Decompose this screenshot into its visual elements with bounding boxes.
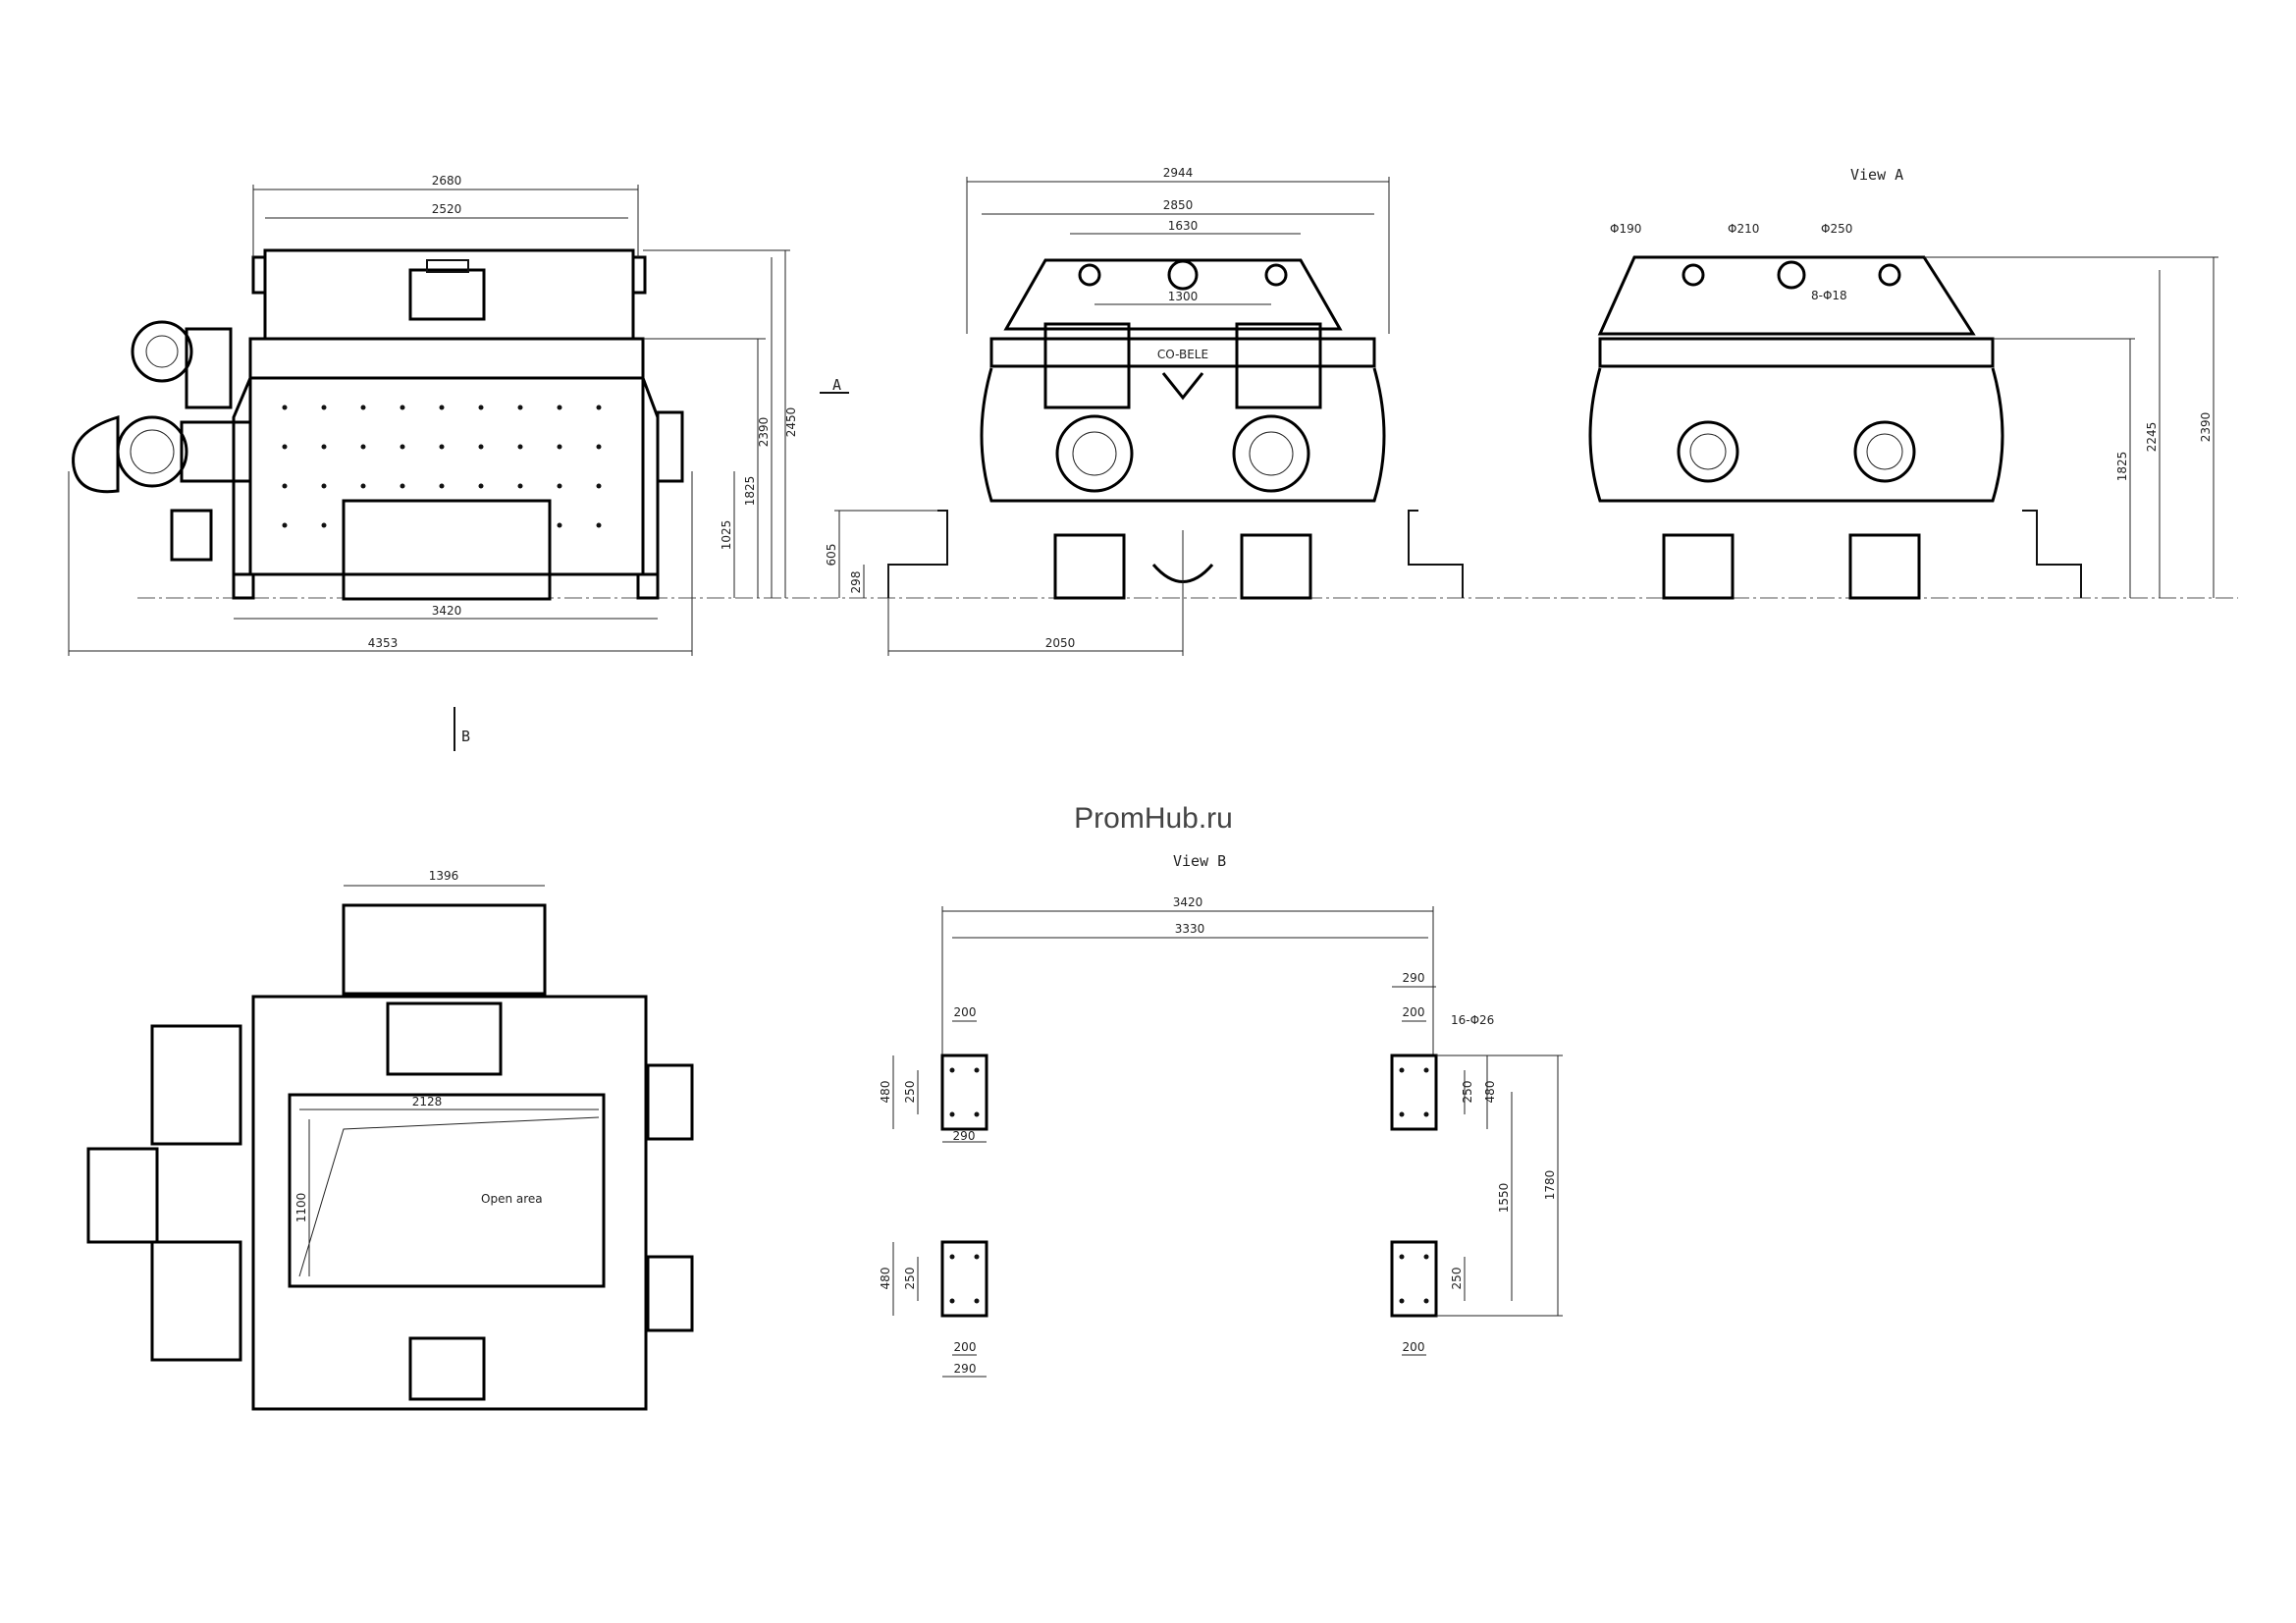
front-shaft-right — [1232, 414, 1310, 493]
side-motor-housing — [72, 414, 120, 494]
dim-b-200-bl: 200 — [954, 1340, 977, 1354]
side-bearing-right — [656, 410, 684, 483]
dim-2850: 2850 — [1163, 198, 1194, 212]
dim-b-3420: 3420 — [1173, 895, 1203, 909]
side-drum-body — [248, 376, 645, 576]
dim-1300: 1300 — [1168, 290, 1199, 303]
dim-605: 605 — [825, 544, 838, 567]
side-motor-fan — [131, 320, 193, 383]
view-a-flange-left — [1677, 420, 1739, 483]
arrow-a-label: A — [832, 376, 841, 394]
dim-phi190: Φ190 — [1610, 222, 1641, 236]
dim-b-480-bl: 480 — [879, 1268, 892, 1290]
foot-plate-bottom-left — [940, 1240, 988, 1318]
plan-view: Open area 1396 2128 1100 — [86, 869, 694, 1411]
open-area-label: Open area — [481, 1192, 543, 1206]
side-bolt-pattern — [282, 405, 602, 528]
dim-2050: 2050 — [1045, 636, 1076, 650]
dim-b-290-l: 290 — [953, 1129, 976, 1143]
dim-a-2245: 2245 — [2145, 422, 2159, 453]
dim-b-3330: 3330 — [1175, 922, 1205, 936]
arrow-b-label: B — [461, 728, 470, 745]
dim-phi210: Φ210 — [1728, 222, 1759, 236]
dim-b-250-l: 250 — [903, 1081, 917, 1104]
dim-b-1780: 1780 — [1543, 1170, 1557, 1201]
dim-phi250: Φ250 — [1821, 222, 1852, 236]
plan-open-area — [288, 1093, 606, 1288]
dim-a-2390: 2390 — [2199, 412, 2213, 443]
dim-3420: 3420 — [432, 604, 462, 618]
side-top-frame — [248, 337, 645, 380]
dim-b-200-tl: 200 — [954, 1005, 977, 1019]
dim-b-250-br: 250 — [1450, 1268, 1464, 1290]
dim-b-480-l: 480 — [879, 1081, 892, 1104]
view-a: View A Φ190 Φ210 Φ250 8-Φ18 1825 2245 23… — [1588, 166, 2218, 600]
dim-1825: 1825 — [743, 476, 757, 507]
plan-hopper — [342, 903, 547, 996]
dim-b-250-bl: 250 — [903, 1268, 917, 1290]
view-a-title: View A — [1850, 166, 1903, 184]
front-drum-twin — [980, 367, 1386, 503]
front-top-rail — [989, 337, 1376, 368]
dim-1100: 1100 — [294, 1193, 308, 1223]
side-hopper — [263, 248, 635, 341]
dim-1396: 1396 — [429, 869, 459, 883]
front-view: CO-BELE 2944 2850 1630 1300 2050 605 298 — [825, 166, 1464, 656]
dim-b-200-tr: 200 — [1403, 1005, 1425, 1019]
dim-b-290-top: 290 — [1403, 971, 1425, 985]
foot-plate-bottom-right — [1390, 1240, 1438, 1318]
view-a-rail — [1598, 337, 1995, 368]
dim-1025: 1025 — [720, 520, 733, 551]
dim-b-1550: 1550 — [1497, 1183, 1511, 1214]
plan-door-bottom — [408, 1336, 486, 1401]
side-discharge-chute — [342, 499, 552, 601]
anchor-holes — [949, 1067, 1429, 1304]
foot-plate-top-right — [1390, 1054, 1438, 1131]
side-view: 2680 2520 3420 4353 1025 1825 2390 2450 … — [68, 174, 849, 751]
view-b-title: View B — [1173, 852, 1226, 870]
dim-b-480-r: 480 — [1483, 1081, 1497, 1104]
dim-a-1825: 1825 — [2115, 452, 2129, 482]
dim-4353: 4353 — [368, 636, 399, 650]
dim-b-290-bl: 290 — [954, 1362, 977, 1376]
dim-2450: 2450 — [784, 407, 798, 438]
dim-1630: 1630 — [1168, 219, 1199, 233]
side-gearbox — [180, 420, 252, 483]
view-a-drum — [1588, 367, 2004, 503]
dim-298: 298 — [849, 571, 863, 594]
dim-8-phi18: 8-Φ18 — [1811, 289, 1847, 302]
front-brand-label: CO-BELE — [1157, 348, 1208, 361]
side-inspection-door — [408, 268, 486, 321]
dim-2944: 2944 — [1163, 166, 1194, 180]
dim-b-250-r: 250 — [1461, 1081, 1474, 1104]
watermark: PromHub.ru — [1074, 802, 1233, 835]
dim-2390: 2390 — [757, 417, 771, 448]
front-hopper — [1003, 258, 1343, 331]
front-shaft-left — [1055, 414, 1134, 493]
dim-16-phi26: 16-Φ26 — [1451, 1013, 1494, 1027]
view-b: View B 3420 3330 290 200 200 16-Φ26 480 … — [879, 852, 1563, 1378]
plan-body — [251, 995, 648, 1411]
plan-control-box — [86, 1147, 159, 1244]
dim-2520: 2520 — [432, 202, 462, 216]
view-a-flange-right — [1853, 420, 1916, 483]
view-a-hopper — [1597, 255, 1976, 336]
dim-b-200-br: 200 — [1403, 1340, 1425, 1354]
plan-door-top — [386, 1001, 503, 1076]
dim-2128: 2128 — [412, 1095, 443, 1109]
dim-2680: 2680 — [432, 174, 462, 188]
foot-plate-top-left — [940, 1054, 988, 1131]
